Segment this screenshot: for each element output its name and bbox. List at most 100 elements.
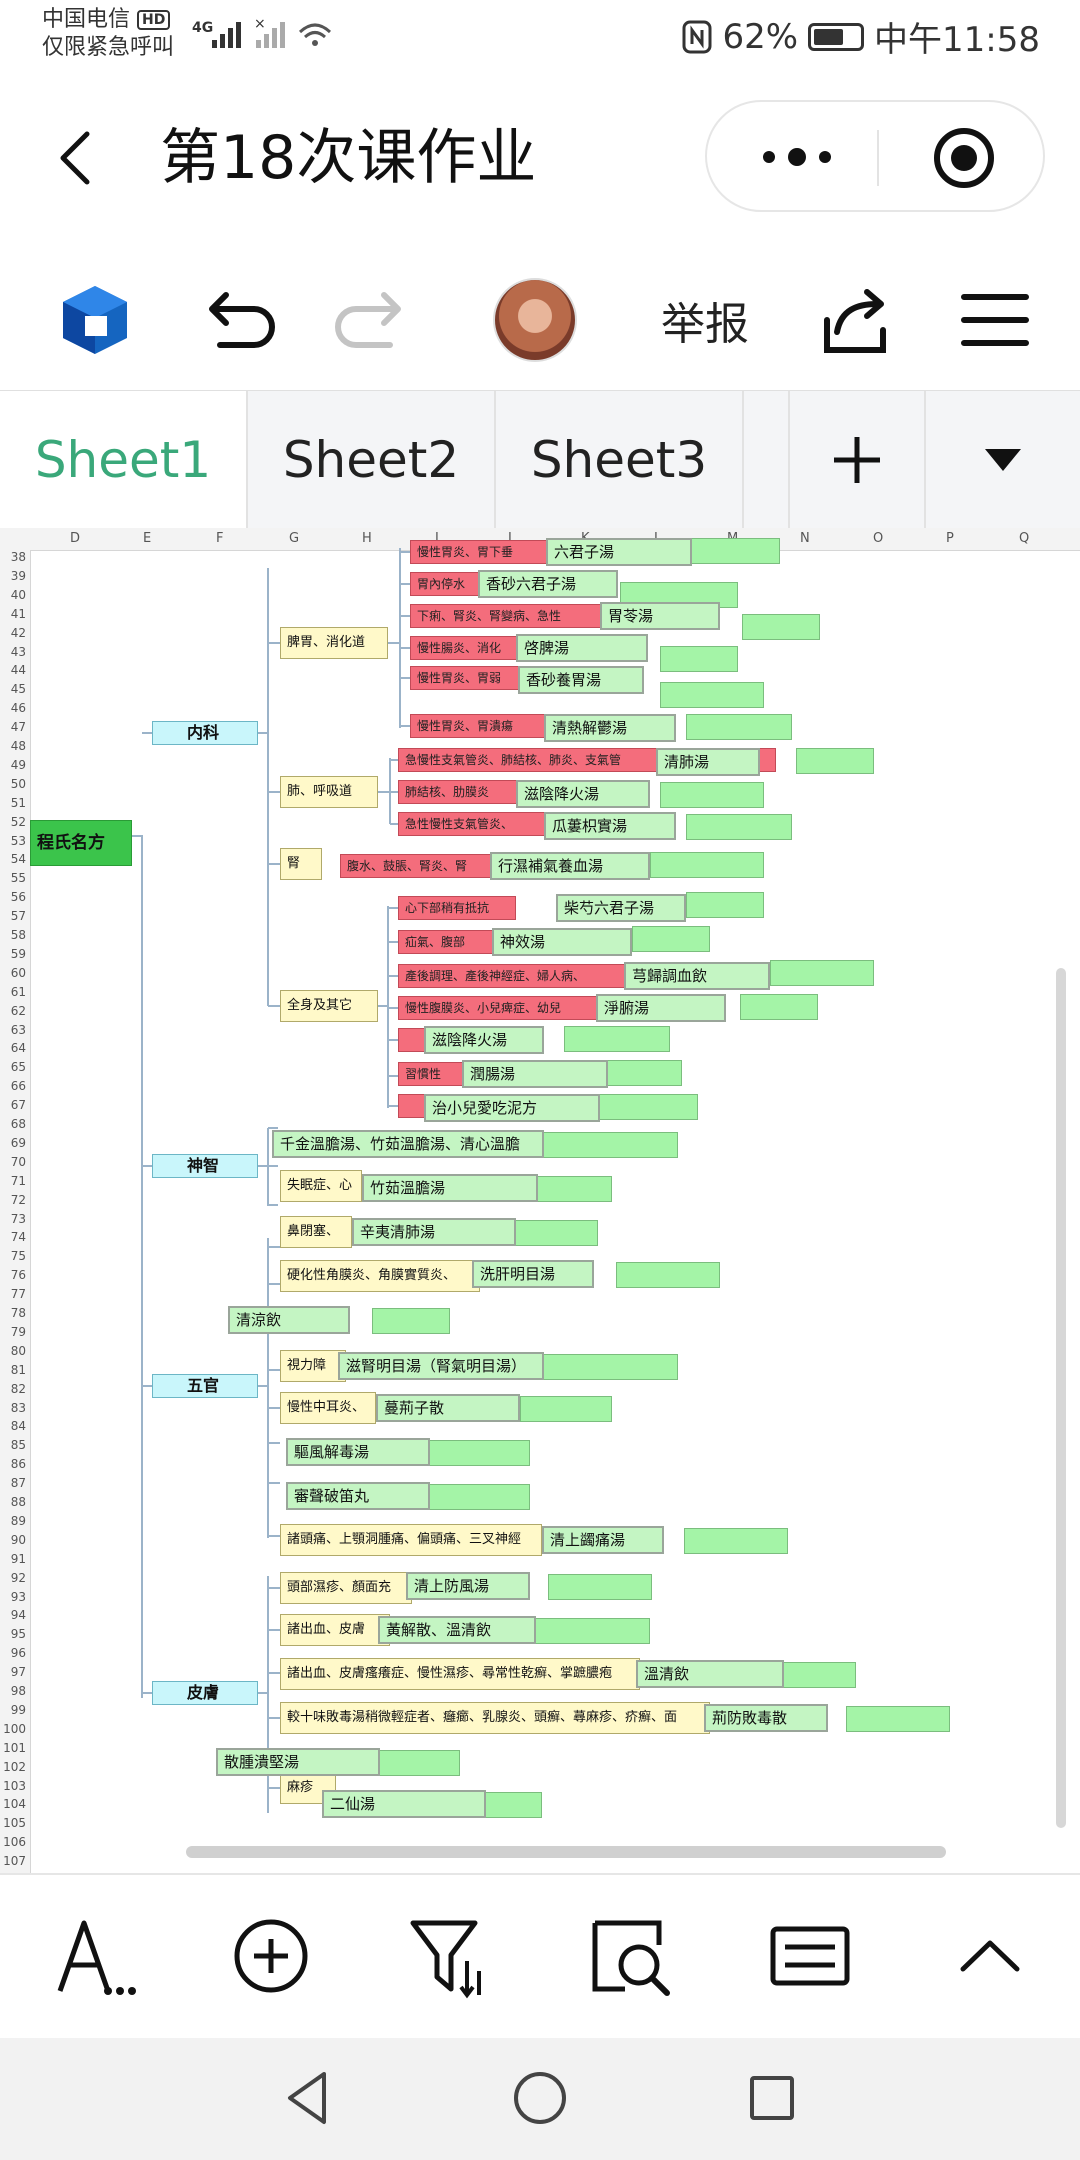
note-cell[interactable] [632, 926, 710, 952]
search-icon[interactable] [585, 1911, 675, 2001]
text-format-icon[interactable] [52, 1911, 142, 2001]
note-cell[interactable] [372, 1308, 450, 1334]
category-pifu[interactable]: 皮膚 [152, 1681, 258, 1705]
report-button[interactable]: 举报 [650, 270, 760, 370]
row-header[interactable]: 44 [10, 663, 26, 678]
category-wuguan[interactable]: 五官 [152, 1374, 258, 1398]
row-header[interactable]: 93 [10, 1589, 26, 1604]
formula-node[interactable]: 清上防風湯 [406, 1572, 530, 1600]
row-header[interactable]: 103 [3, 1778, 26, 1793]
formula-node[interactable]: 清上蠲痛湯 [542, 1526, 664, 1554]
row-header[interactable]: 71 [10, 1173, 26, 1188]
tab-sheet1[interactable]: Sheet1 [0, 391, 248, 529]
formula-node[interactable]: 滋陰降火湯 [516, 780, 650, 808]
sub-tou[interactable]: 諸頭痛、上顎洞腫痛、偏頭痛、三叉神經 [280, 1524, 542, 1556]
sub-bisai[interactable]: 鼻閉塞、 [280, 1216, 352, 1248]
row-header[interactable]: 50 [10, 776, 26, 791]
column-header-p[interactable]: P [946, 531, 954, 546]
formula-node[interactable]: 清涼飲 [228, 1306, 350, 1334]
note-cell[interactable] [604, 1060, 682, 1086]
note-cell[interactable] [742, 614, 820, 640]
row-header[interactable]: 48 [10, 739, 26, 753]
sub-quanshen[interactable]: 全身及其它 [280, 990, 378, 1022]
note-cell[interactable] [660, 782, 764, 808]
row-header[interactable]: 40 [10, 587, 26, 602]
formula-node[interactable]: 清熱解鬱湯 [544, 714, 676, 742]
row-header[interactable]: 97 [10, 1665, 26, 1680]
note-cell[interactable] [686, 892, 764, 918]
formula-node[interactable]: 辛夷清肺湯 [352, 1218, 516, 1246]
formula-node[interactable]: 香砂六君子湯 [478, 570, 618, 598]
close-target-icon[interactable] [932, 126, 996, 190]
more-dots-icon[interactable] [757, 142, 837, 172]
row-header[interactable]: 49 [10, 757, 26, 772]
row-header[interactable]: 86 [10, 1457, 26, 1472]
column-header-j[interactable]: J [508, 531, 512, 546]
row-header[interactable]: 63 [10, 1022, 26, 1037]
disease-node[interactable]: 慢性胃炎、胃下垂 [410, 540, 550, 564]
note-cell[interactable] [420, 1484, 530, 1510]
note-cell[interactable] [520, 1396, 612, 1422]
column-header-f[interactable]: F [216, 531, 224, 546]
sheet-list-button[interactable] [926, 391, 1080, 529]
formula-node[interactable]: 潤腸湯 [462, 1060, 608, 1088]
row-header[interactable]: 89 [10, 1513, 26, 1528]
disease-node[interactable]: 慢性腸炎、消化 [410, 636, 520, 660]
insert-plus-icon[interactable] [226, 1911, 316, 2001]
formula-node[interactable]: 啓脾湯 [516, 634, 648, 662]
row-header[interactable]: 100 [3, 1721, 26, 1736]
row-header[interactable]: 39 [10, 568, 26, 583]
sub-fei[interactable]: 肺、呼吸道 [280, 776, 378, 808]
keyboard-icon[interactable] [765, 1911, 855, 2001]
row-header[interactable]: 51 [10, 795, 26, 810]
note-cell[interactable] [480, 1792, 542, 1818]
note-cell[interactable] [616, 1262, 720, 1288]
formula-node[interactable]: 淨腑湯 [596, 994, 726, 1022]
formula-node[interactable]: 治小兒愛吃泥方 [424, 1094, 600, 1122]
note-cell[interactable] [540, 1132, 678, 1158]
note-cell[interactable] [548, 1574, 652, 1600]
note-cell[interactable] [420, 1440, 530, 1466]
note-cell[interactable] [660, 646, 738, 672]
user-avatar[interactable] [490, 270, 580, 370]
row-header[interactable]: 104 [3, 1797, 26, 1812]
undo-icon[interactable] [195, 270, 285, 370]
row-header[interactable]: 66 [10, 1079, 26, 1094]
nav-recents-icon[interactable] [740, 2066, 804, 2130]
row-header[interactable]: 64 [10, 1041, 26, 1056]
note-cell[interactable] [660, 682, 764, 708]
row-header[interactable]: 96 [10, 1646, 26, 1661]
formula-node[interactable]: 荊防敗毒散 [704, 1704, 828, 1732]
disease-node[interactable]: 下痢、腎炎、腎變病、急性 [410, 604, 606, 628]
note-cell[interactable] [530, 1618, 650, 1644]
column-header-o[interactable]: O [873, 531, 884, 546]
row-header[interactable]: 99 [10, 1702, 26, 1717]
note-cell[interactable] [684, 1528, 788, 1554]
row-header[interactable]: 60 [10, 965, 26, 980]
row-header[interactable]: 77 [10, 1287, 26, 1302]
chevron-up-icon[interactable] [945, 1911, 1035, 2001]
note-cell[interactable] [512, 1220, 598, 1246]
nav-home-icon[interactable] [508, 2066, 572, 2130]
mindmap-root[interactable]: 程氏名方 [30, 820, 132, 866]
formula-node[interactable]: 香砂養胃湯 [518, 666, 644, 694]
row-header[interactable]: 56 [10, 890, 26, 905]
row-header[interactable]: 72 [10, 1192, 26, 1207]
row-header[interactable]: 73 [10, 1211, 26, 1226]
sub-chuxue[interactable]: 諸出血、皮膚 [280, 1614, 390, 1646]
sub-zhonger[interactable]: 慢性中耳炎、 [280, 1392, 376, 1424]
row-header[interactable]: 54 [10, 852, 26, 867]
tab-sheet3[interactable]: Sheet3 [496, 391, 744, 529]
row-header[interactable]: 94 [10, 1608, 26, 1623]
note-cell[interactable] [846, 1706, 950, 1732]
note-cell[interactable] [796, 748, 874, 774]
row-header[interactable]: 98 [10, 1684, 26, 1698]
formula-node[interactable]: 二仙湯 [322, 1790, 486, 1818]
row-header[interactable]: 107 [3, 1854, 26, 1869]
disease-node[interactable]: 急性慢性支氣管炎、 [398, 812, 548, 836]
row-header[interactable]: 84 [10, 1419, 26, 1434]
disease-node[interactable]: 肺結核、肋膜炎 [398, 780, 518, 804]
row-header[interactable]: 38 [10, 550, 26, 564]
formula-node[interactable]: 神效湯 [492, 928, 632, 956]
row-header[interactable]: 78 [10, 1306, 26, 1320]
